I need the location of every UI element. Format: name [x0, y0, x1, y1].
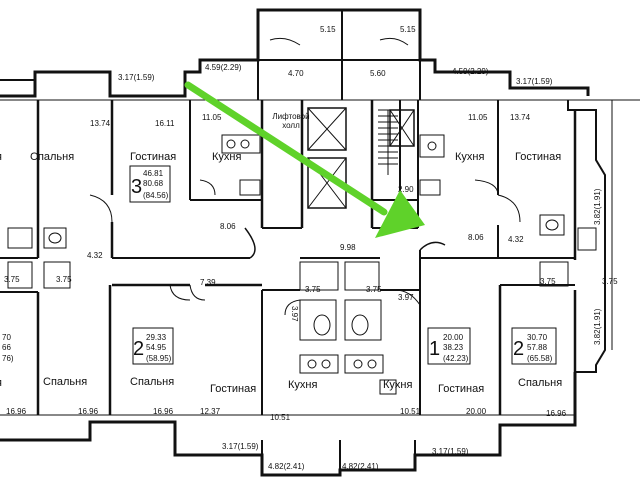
apartment-total-balcony: (65.58): [527, 354, 553, 363]
room-gostinaya-1: Гостиная: [130, 151, 176, 163]
area-label: 8.06: [468, 233, 484, 242]
arrow-icon: [184, 81, 425, 238]
apartment-total-balcony: 76): [2, 354, 14, 363]
area-label: 20.00: [466, 407, 487, 416]
apartment-boxes: [129, 165, 557, 365]
dimension-labels: 5.15 5.15 4.70 5.60 4.59(2.29) 4.59(2.29…: [4, 25, 618, 471]
area-label: 16.96: [6, 407, 27, 416]
apartment-living: 30.70: [527, 333, 548, 342]
area-label: 4.59(2.29): [205, 63, 242, 72]
area-label: 3.82(1.91): [593, 188, 602, 225]
walls: [0, 8, 640, 477]
area-label: 5.15: [400, 25, 416, 34]
room-spalnya-1: Спальня: [30, 151, 74, 163]
area-label: 4.59(2.29): [452, 67, 489, 76]
area-label: 4.32: [87, 251, 103, 260]
area-label: 8.06: [220, 222, 236, 231]
apartment-total-balcony: (84.56): [143, 191, 169, 200]
area-label: 13.74: [90, 119, 111, 128]
area-label: 3.17(1.59): [432, 447, 469, 456]
area-label: 5.60: [370, 69, 386, 78]
apartment-rooms: 1: [429, 338, 440, 360]
room-fragment-left-bottom: я: [0, 377, 2, 389]
area-label: 4.82(2.41): [342, 462, 379, 471]
area-label: 3.17(1.59): [516, 77, 553, 86]
apartment-living: 70: [2, 333, 11, 342]
area-label: 3.82(1.91): [593, 308, 602, 345]
apartment-living: 46.81: [143, 169, 164, 178]
area-label: 4.70: [288, 69, 304, 78]
area-label: 9.98: [340, 243, 356, 252]
apartment-total: 57.88: [527, 343, 548, 352]
area-label: 12.37: [200, 407, 221, 416]
room-gostinaya-2: Гостиная: [515, 151, 561, 163]
apartment-summaries: 3 46.81 80.68 (84.56) 2 29.33 54.95 (58.…: [2, 169, 553, 363]
apartment-rooms: 2: [513, 338, 524, 360]
area-label: 3.17(1.59): [222, 442, 259, 451]
apartment-rooms: 2: [133, 338, 144, 360]
room-spalnya-2: Спальня: [43, 376, 87, 388]
room-spalnya-4: Спальня: [518, 377, 562, 389]
room-labels: Спальня Гостиная Кухня Кухня Гостиная Сп…: [0, 112, 562, 395]
room-gostinaya-4: Гостиная: [438, 383, 484, 395]
area-label: 11.05: [202, 113, 222, 122]
apartment-total: 66: [2, 343, 11, 352]
apartment-total: 54.95: [146, 343, 167, 352]
area-label: 3.97: [290, 306, 299, 322]
area-label: 13.74: [510, 113, 531, 122]
area-label: 16.96: [78, 407, 99, 416]
area-label: 3.75: [56, 275, 72, 284]
room-spalnya-3: Спальня: [130, 376, 174, 388]
area-label: 4.82(2.41): [268, 462, 305, 471]
apartment-total: 38.23: [443, 343, 464, 352]
area-label: 16.96: [546, 409, 567, 418]
area-label: 5.15: [320, 25, 336, 34]
apartment-total-balcony: (58.95): [146, 354, 172, 363]
area-label: 10.51: [400, 407, 421, 416]
apartment-living: 20.00: [443, 333, 464, 342]
room-kukhnya-4: Кухня: [383, 379, 412, 391]
room-gostinaya-3: Гостиная: [210, 383, 256, 395]
apartment-total-balcony: (42.23): [443, 354, 469, 363]
area-label: 4.32: [508, 235, 524, 244]
area-label: 16.11: [155, 119, 175, 128]
area-label: 3.17(1.59): [118, 73, 155, 82]
room-fragment-left-top: я: [0, 151, 2, 163]
area-label: 10.51: [270, 413, 291, 422]
fixtures: [7, 134, 597, 395]
area-label: 3.75: [305, 285, 321, 294]
area-label: 3.75: [366, 285, 382, 294]
area-label: 2.90: [398, 185, 414, 194]
area-label: 3.97: [398, 293, 414, 302]
apartment-living: 29.33: [146, 333, 167, 342]
area-label: 3.75: [602, 277, 618, 286]
apartment-rooms: 3: [131, 176, 142, 198]
room-kukhnya-2: Кухня: [455, 151, 484, 163]
area-label: 3.75: [4, 275, 20, 284]
area-label: 16.96: [153, 407, 174, 416]
apartment-total: 80.68: [143, 179, 164, 188]
area-label: 7.39: [200, 278, 216, 287]
lift-hall-label: Лифтовой холл: [272, 112, 310, 130]
room-kukhnya-3: Кухня: [288, 379, 317, 391]
area-label: 11.05: [468, 113, 488, 122]
area-label: 3.75: [540, 277, 556, 286]
room-kukhnya-1: Кухня: [212, 151, 241, 163]
